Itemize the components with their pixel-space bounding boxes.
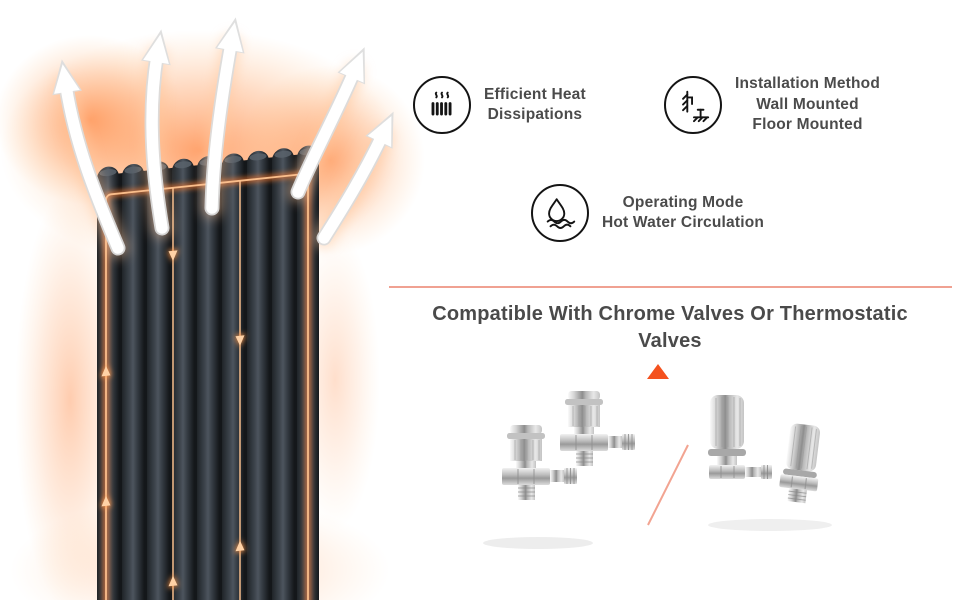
- feature-line: Floor Mounted: [752, 116, 863, 133]
- feature-line: Wall Mounted: [756, 95, 859, 113]
- feature-line: Hot Water Circulation: [602, 214, 765, 231]
- feature-label: Efficient Heat Dissipations: [484, 85, 586, 126]
- feature-line: Efficient Heat: [484, 85, 586, 103]
- triangle-marker-icon: [647, 364, 669, 379]
- heat-arrows: [52, 17, 394, 258]
- valve-shadow: [483, 537, 593, 549]
- valve-shadow: [708, 519, 832, 531]
- feature-line: Operating Mode: [622, 193, 744, 211]
- radiator-body: [97, 145, 319, 600]
- feature-line: Dissipations: [487, 106, 583, 123]
- feature-efficient-heat: Efficient Heat Dissipations: [413, 76, 586, 134]
- thermostatic-valves: [708, 395, 820, 504]
- flow-arrowheads-bright: [101, 250, 245, 587]
- compatibility-heading: Compatible With Chrome Valves Or Thermos…: [432, 303, 908, 352]
- radiator-illustration: [0, 17, 425, 600]
- feature-operating-mode: Operating Mode Hot Water Circulation: [531, 184, 764, 242]
- heat-dissipation-icon: [413, 76, 471, 134]
- feature-installation-method: Installation Method Wall Mounted Floor M…: [664, 74, 880, 136]
- feature-line: Installation Method: [735, 75, 881, 92]
- installation-method-icon: [664, 75, 722, 134]
- valve-separator-line: [647, 444, 689, 526]
- chrome-angled-valves: [502, 391, 635, 500]
- valves-photo: [483, 391, 832, 549]
- section-divider: [389, 286, 952, 288]
- operating-mode-icon: [531, 184, 589, 242]
- feature-label: Installation Method Wall Mounted Floor M…: [735, 74, 880, 136]
- feature-label: Operating Mode Hot Water Circulation: [602, 193, 764, 234]
